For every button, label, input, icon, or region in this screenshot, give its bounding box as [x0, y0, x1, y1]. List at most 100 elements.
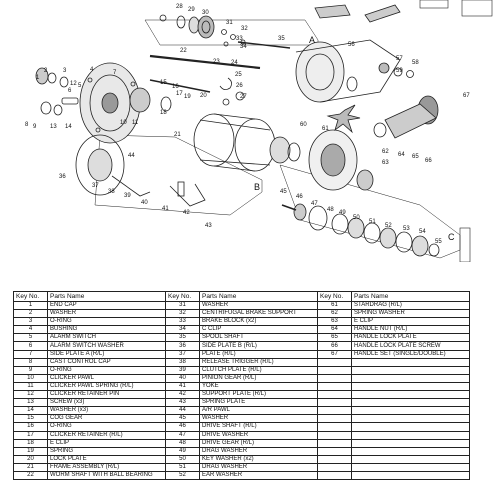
- parts-name-cell: SPRING: [47, 446, 166, 456]
- key-no-cell: 45: [165, 414, 200, 424]
- callout-49: 49: [339, 210, 346, 216]
- key-no-cell: 34: [165, 325, 200, 335]
- parts-name-cell: [351, 398, 470, 408]
- callout-12: 12: [70, 81, 77, 87]
- callout-7: 7: [113, 70, 117, 76]
- callout-45: 45: [280, 189, 287, 195]
- handle-set: [373, 95, 439, 139]
- parts-name-cell: END CAP: [47, 300, 166, 311]
- key-no-cell: [317, 462, 352, 472]
- key-no-cell: 49: [165, 446, 200, 456]
- key-no-cell: 48: [165, 438, 200, 448]
- callout-58: 58: [412, 60, 419, 66]
- callout-55: 55: [435, 239, 442, 245]
- parts-name-cell: FRAME ASSEMBLY (R/L): [47, 462, 166, 472]
- key-no-cell: [317, 357, 352, 367]
- key-no-cell: 16: [13, 422, 48, 432]
- callout-22: 22: [180, 48, 187, 54]
- spool-shaft: [237, 41, 291, 49]
- key-no-cell: 64: [317, 325, 352, 335]
- key-no-cell: 13: [13, 398, 48, 408]
- key-no-cell: 3: [13, 317, 48, 327]
- callout-11: 11: [132, 120, 139, 126]
- side-plate-b: [75, 134, 206, 207]
- key-no-cell: [317, 430, 352, 440]
- parts-name-cell: SPOOL SHAFT: [199, 333, 318, 343]
- key-no-cell: 21: [13, 462, 48, 472]
- callout-50: 50: [353, 215, 360, 221]
- callout-65: 65: [412, 154, 419, 160]
- parts-name-cell: PINION GEAR (R/L): [199, 373, 318, 383]
- parts-name-cell: A/R PAWL: [199, 406, 318, 416]
- key-no-cell: 66: [317, 341, 352, 351]
- callout-53: 53: [403, 226, 410, 232]
- parts-name-cell: HANDLE LOCK PLATE: [351, 333, 470, 343]
- callout-25: 25: [235, 72, 242, 78]
- parts-name-cell: STARDRAG (R/L): [351, 300, 470, 311]
- section-label-c: C: [448, 232, 455, 242]
- callout-44: 44: [128, 153, 135, 159]
- parts-name-cell: [351, 446, 470, 456]
- callout-24: 24: [231, 60, 238, 66]
- callout-18: 18: [160, 110, 167, 116]
- parts-name-cell: [351, 462, 470, 472]
- parts-name-cell: HANDLE LOCK PLATE SCREW: [351, 341, 470, 351]
- key-no-cell: 2: [13, 309, 48, 319]
- key-no-cell: 40: [165, 373, 200, 383]
- parts-name-cell: WASHER (x3): [47, 406, 166, 416]
- header-key-no: Key No.: [165, 291, 200, 302]
- parts-name-cell: YOKE: [199, 381, 318, 392]
- parts-name-cell: HANDLE SET (SINGLE/DOUBLE): [351, 349, 470, 359]
- callout-59: 59: [396, 68, 403, 74]
- key-no-cell: 15: [13, 414, 48, 424]
- parts-name-cell: KEY WASHER (x2): [199, 454, 318, 464]
- key-no-cell: 8: [13, 357, 48, 367]
- key-no-cell: 35: [165, 333, 200, 343]
- callout-6: 6: [68, 88, 72, 94]
- worm-shaft: [149, 54, 261, 70]
- key-no-cell: 17: [13, 430, 48, 440]
- header-key-no: Key No.: [13, 291, 48, 302]
- parts-name-cell: [351, 470, 470, 481]
- key-no-cell: [317, 390, 352, 400]
- parts-name-cell: LOCK PLATE: [47, 454, 166, 464]
- key-no-cell: [317, 438, 352, 448]
- header-key-no: Key No.: [317, 291, 352, 302]
- drag-washer-stack: [281, 203, 440, 257]
- parts-name-cell: [351, 390, 470, 400]
- header-parts-name: Parts Name: [351, 291, 470, 302]
- callout-63: 63: [382, 160, 389, 166]
- parts-name-cell: CLICKER RETAINER PIN: [47, 390, 166, 400]
- callout-41: 41: [162, 206, 169, 212]
- key-no-cell: 1: [13, 300, 48, 311]
- top-right-handle-parts: [314, 0, 493, 262]
- parts-name-cell: [351, 422, 470, 432]
- callout-21: 21: [174, 132, 181, 138]
- parts-name-cell: DRIVE SHAFT (R/L): [199, 422, 318, 432]
- callout-19: 19: [184, 94, 191, 100]
- key-no-cell: 41: [165, 381, 200, 392]
- parts-name-cell: DRAG WASHER: [199, 446, 318, 456]
- parts-name-cell: [351, 438, 470, 448]
- key-no-cell: 10: [13, 373, 48, 383]
- callout-27: 27: [240, 94, 247, 100]
- key-no-cell: 22: [13, 470, 48, 481]
- key-no-cell: 43: [165, 398, 200, 408]
- parts-name-cell: E CLIP: [47, 438, 166, 448]
- parts-name-cell: SUPPORT PLATE (R/L): [199, 390, 318, 400]
- callout-51: 51: [369, 219, 376, 225]
- panel-b-outline: [94, 134, 263, 216]
- key-no-cell: 51: [165, 462, 200, 472]
- callout-23: 23: [213, 59, 220, 65]
